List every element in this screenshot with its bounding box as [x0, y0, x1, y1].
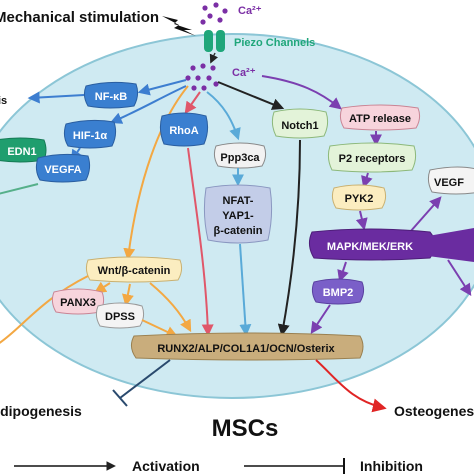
nfat-node	[203, 184, 273, 244]
atp-label: ATP release	[349, 113, 411, 125]
nfat-to-runx2-arrow	[239, 243, 252, 337]
runx2-label: RUNX2/ALP/COL1A1/OCN/Osterix	[157, 343, 335, 355]
p2-node	[327, 142, 417, 173]
osteogenesis-label: Osteogenesis	[394, 403, 474, 419]
dpss-label: DPSS	[105, 311, 135, 323]
nfkb-label: NF-κB	[95, 91, 127, 103]
runx2-to-osteo-arrow	[315, 359, 387, 413]
wnt-to-left-arrow	[0, 275, 89, 344]
vegf-right-label: VEGF	[434, 177, 464, 189]
mapk-label: MAPK/MEK/ERK	[327, 241, 413, 253]
wnt-to-panx3-arrow	[93, 281, 111, 294]
ca-top-label: Ca²⁺	[238, 5, 262, 17]
legend-activation-label: Activation	[132, 458, 200, 474]
ppp3ca-label: Ppp3ca	[220, 152, 260, 164]
p2-to-pyk2-arrow	[361, 172, 373, 189]
diagram-title: MSCs	[212, 415, 279, 442]
calcium-ion-icon	[200, 2, 228, 25]
dpss-node	[95, 302, 145, 329]
piezo-channel-icon	[204, 30, 225, 52]
atp-node	[339, 104, 421, 131]
wnt-node	[85, 256, 183, 283]
mapk-to-bmp2-arrow	[337, 261, 349, 283]
rhoa-to-runx2-arrow	[187, 147, 214, 337]
notch1-to-runx2-arrow	[277, 139, 301, 337]
ca-to-wnt-arrow	[123, 85, 189, 261]
bmp2-label: BMP2	[323, 287, 354, 299]
wnt-to-dpss-arrow	[121, 283, 134, 307]
left-cut-label: is	[0, 95, 7, 107]
edn1-node	[0, 137, 47, 163]
ca-to-ppp3ca-arrow	[206, 91, 241, 141]
nfat-label-line3: β-catenin	[214, 225, 263, 237]
ca-to-notch1-arrow	[217, 81, 285, 110]
hif-node	[63, 119, 117, 149]
ca-to-nfkb-arrow	[137, 79, 187, 96]
channel-to-ca-arrow	[209, 52, 219, 64]
calcium-cluster-icon	[185, 63, 219, 91]
ppp3ca-node	[213, 142, 267, 169]
notch1-label: Notch1	[281, 120, 318, 132]
nfat-label-line2: YAP1-	[222, 210, 254, 222]
vegf-right-node	[427, 166, 474, 195]
p2-label: P2 receptors	[339, 153, 406, 165]
panx3-label: PANX3	[60, 297, 96, 309]
mapk-tail	[428, 228, 474, 262]
runx2-node	[130, 332, 364, 361]
vegfa-label: VEGFA	[44, 164, 81, 176]
bmp2-to-runx2-arrow	[310, 304, 331, 334]
ca-to-atp-arrow	[261, 75, 342, 110]
vegfa-out-line	[0, 183, 39, 195]
ca-inner-label: Ca²⁺	[232, 67, 256, 79]
vegfa-node	[35, 153, 91, 183]
adipo-inhibition-bar	[112, 389, 128, 407]
lightning-bolt-icon	[162, 16, 196, 36]
piezo-label: Piezo Channels	[234, 37, 315, 49]
mapk-node	[308, 228, 436, 261]
legend-inhibition-label: Inhibition	[360, 458, 423, 474]
ca-to-rhoa-arrow	[184, 91, 201, 114]
stimulus-label: Mechanical stimulation	[0, 9, 159, 26]
pyk2-to-mapk-arrow	[355, 210, 368, 231]
dpss-to-runx2-arrow	[141, 319, 179, 338]
ca-to-hif-arrow	[109, 85, 187, 124]
mapk-to-vegf-arrow	[409, 196, 442, 233]
notch1-node	[271, 108, 329, 139]
mapk-to-right-arrow	[447, 259, 472, 297]
rhoa-node	[159, 112, 209, 147]
nfkb-to-left-arrow	[27, 91, 85, 104]
pyk2-node	[331, 184, 387, 211]
nfat-label-line1: NFAT-	[223, 195, 254, 207]
rhoa-label: RhoA	[169, 125, 198, 137]
wnt-to-runx2-arrow	[149, 282, 192, 333]
bmp2-node	[311, 278, 365, 305]
edn1-label: EDN1	[7, 146, 36, 158]
adipogenesis-label: Adipogenesis	[0, 403, 82, 419]
runx2-to-adipo-inhibition	[119, 359, 171, 399]
pyk2-label: PYK2	[345, 193, 374, 205]
nfkb-node	[83, 81, 139, 109]
hif-label: HIF-1α	[73, 130, 108, 142]
wnt-label: Wnt/β-catenin	[98, 265, 171, 277]
